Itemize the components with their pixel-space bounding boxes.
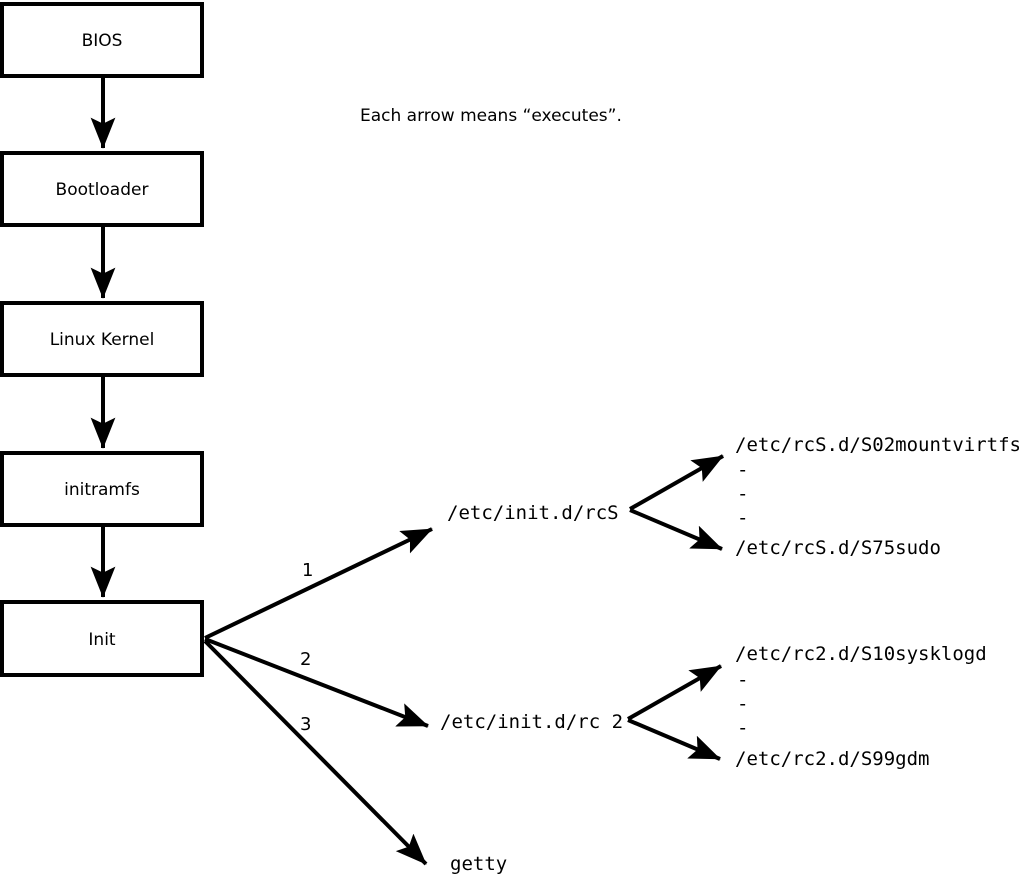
node-bios[interactable]: BIOS	[0, 2, 204, 78]
bootloader-box	[0, 151, 204, 227]
branch-number-2: 2	[300, 649, 311, 670]
edge-init-to-rcs	[204, 527, 433, 640]
rcs-ellipsis-dash-3: -	[737, 507, 748, 529]
init-label: Init	[88, 630, 116, 650]
bios-label: BIOS	[82, 31, 123, 51]
node-bootloader[interactable]: Bootloader	[0, 151, 204, 227]
edge-init-to-rc2	[204, 637, 429, 728]
caption-text: Each arrow means “executes”.	[360, 106, 622, 126]
edge-init-to-getty	[203, 639, 428, 866]
rcs-script-first[interactable]: /etc/rcS.d/S02mountvirtfs	[735, 434, 1021, 456]
branch-number-1: 1	[302, 560, 313, 581]
branch-number-3: 3	[300, 714, 311, 735]
bootloader-label: Bootloader	[56, 180, 149, 200]
rc2-ellipsis-dash-2: -	[737, 693, 748, 715]
init-box	[0, 600, 204, 677]
node-init[interactable]: Init	[0, 600, 204, 677]
linux-kernel-label: Linux Kernel	[50, 330, 155, 350]
rc2-script-last[interactable]: /etc/rc2.d/S99gdm	[735, 748, 929, 770]
rc2-ellipsis-dash-1: -	[737, 669, 748, 691]
rc2-ellipsis-dash-3: -	[737, 717, 748, 739]
edge-rc2-to-first-script	[627, 664, 722, 721]
rc2-script-first[interactable]: /etc/rc2.d/S10sysklogd	[735, 643, 987, 665]
node-linux-kernel[interactable]: Linux Kernel	[0, 301, 204, 377]
edge-rc2-to-last-script	[627, 718, 721, 761]
edge-rcs-to-last-script	[629, 508, 723, 551]
rcs-ellipsis-dash-2: -	[737, 483, 748, 505]
node-etc-init-d-rc-2[interactable]: /etc/init.d/rc 2	[440, 711, 623, 733]
node-getty[interactable]: getty	[450, 853, 507, 875]
node-etc-init-d-rcs[interactable]: /etc/init.d/rcS	[447, 502, 619, 524]
initramfs-box	[0, 451, 204, 527]
rcs-ellipsis-dash-1: -	[737, 459, 748, 481]
initramfs-label: initramfs	[64, 480, 140, 500]
linux-kernel-box	[0, 301, 204, 377]
edge-rcs-to-first-script	[629, 454, 724, 511]
rcs-script-last[interactable]: /etc/rcS.d/S75sudo	[735, 537, 941, 559]
node-initramfs[interactable]: initramfs	[0, 451, 204, 527]
bios-box	[0, 2, 204, 78]
